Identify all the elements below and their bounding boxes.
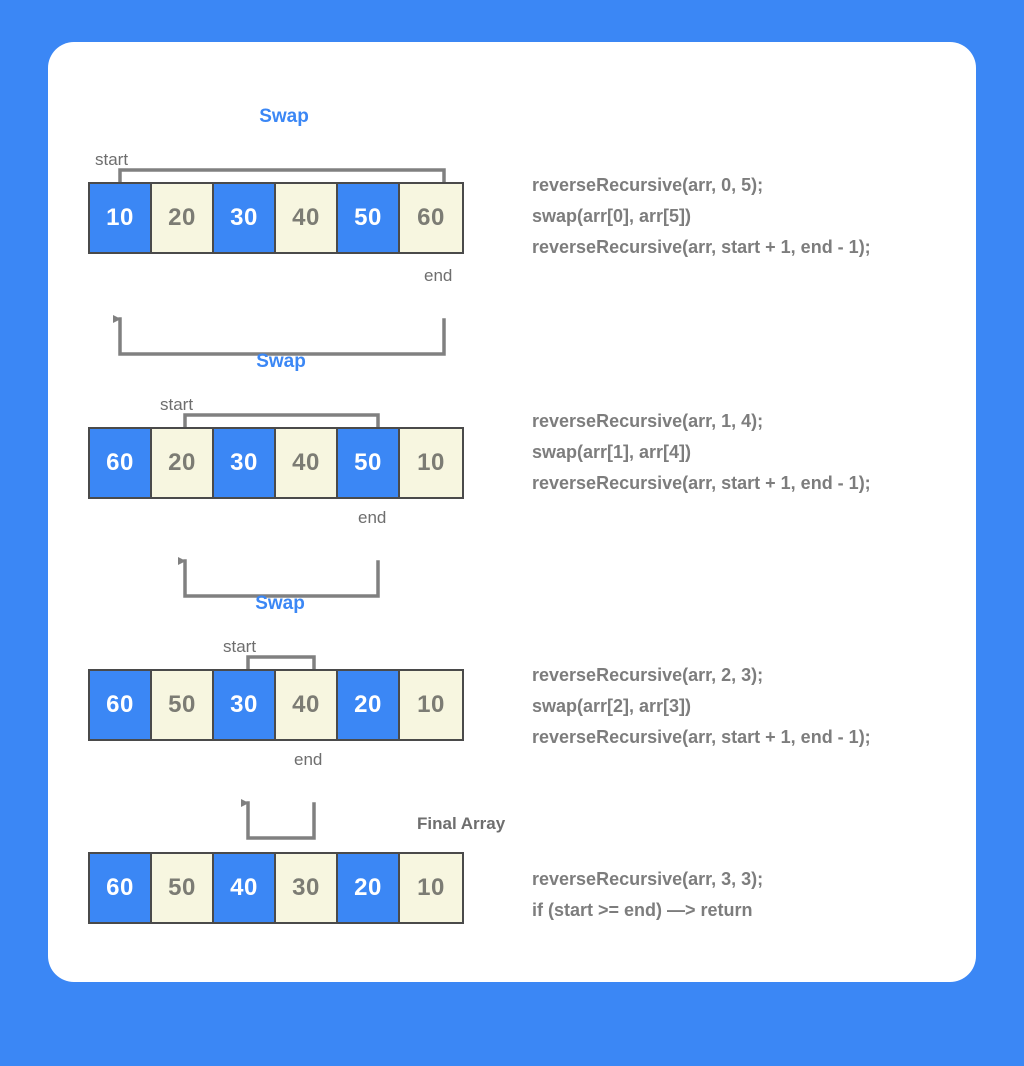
step-1-code-line-2: swap(arr[0], arr[5]) xyxy=(532,206,692,226)
final-cell-0[interactable]: 60 xyxy=(90,854,152,922)
step-3-swap-label: Swap xyxy=(255,593,305,614)
step-2-cell-4[interactable]: 50 xyxy=(338,429,400,497)
step-1-code-line-1: reverseRecursive(arr, 0, 5); xyxy=(532,175,764,195)
step-2-end-label: end xyxy=(358,508,387,527)
step-1-return-arrow xyxy=(113,315,446,356)
step-3-cell-4[interactable]: 20 xyxy=(338,671,400,739)
final-code-line-2: if (start >= end) —> return xyxy=(532,900,753,920)
step-3-cell-0[interactable]: 60 xyxy=(90,671,152,739)
step-2-code-line-1: reverseRecursive(arr, 1, 4); xyxy=(532,411,764,431)
step-2-array: 60 20 30 40 50 10 xyxy=(88,427,464,499)
step-2-return-arrow xyxy=(178,557,380,598)
step-1-cell-4[interactable]: 50 xyxy=(338,184,400,252)
step-2-start-label: start xyxy=(160,395,194,414)
step-2-cell-5[interactable]: 10 xyxy=(400,429,462,497)
final-cell-3[interactable]: 30 xyxy=(276,854,338,922)
final-array: 60 50 40 30 20 10 xyxy=(88,852,464,924)
step-3-code-line-3: reverseRecursive(arr, start + 1, end - 1… xyxy=(532,727,871,747)
step-1-array: 10 20 30 40 50 60 xyxy=(88,182,464,254)
step-1-code: reverseRecursive(arr, 0, 5); swap(arr[0]… xyxy=(532,170,871,263)
step-1-end-label: end xyxy=(424,266,453,285)
step-3-cell-2[interactable]: 30 xyxy=(214,671,276,739)
final-code-line-1: reverseRecursive(arr, 3, 3); xyxy=(532,869,764,889)
step-1-cell-5[interactable]: 60 xyxy=(400,184,462,252)
final-array-label: Final Array xyxy=(417,814,506,833)
step-3-end-label: end xyxy=(294,750,323,769)
final-cell-5[interactable]: 10 xyxy=(400,854,462,922)
step-2-code-line-3: reverseRecursive(arr, start + 1, end - 1… xyxy=(532,473,871,493)
step-3-array: 60 50 30 40 20 10 xyxy=(88,669,464,741)
step-2-cell-1[interactable]: 20 xyxy=(152,429,214,497)
final-cell-1[interactable]: 50 xyxy=(152,854,214,922)
step-1-cell-2[interactable]: 30 xyxy=(214,184,276,252)
step-3-cell-5[interactable]: 10 xyxy=(400,671,462,739)
step-2-cell-2[interactable]: 30 xyxy=(214,429,276,497)
step-1-code-line-3: reverseRecursive(arr, start + 1, end - 1… xyxy=(532,237,871,257)
step-2-cell-3[interactable]: 40 xyxy=(276,429,338,497)
step-3-code-line-1: reverseRecursive(arr, 2, 3); xyxy=(532,665,764,685)
step-3-code: reverseRecursive(arr, 2, 3); swap(arr[2]… xyxy=(532,660,871,753)
step-3-start-label: start xyxy=(223,637,257,656)
step-1-cell-3[interactable]: 40 xyxy=(276,184,338,252)
step-3-code-line-2: swap(arr[2], arr[3]) xyxy=(532,696,692,716)
step-1-cell-1[interactable]: 20 xyxy=(152,184,214,252)
step-2-code-line-2: swap(arr[1], arr[4]) xyxy=(532,442,692,462)
step-2-code: reverseRecursive(arr, 1, 4); swap(arr[1]… xyxy=(532,406,871,499)
diagram-card: Swap start end 10 20 30 40 50 60 reverse… xyxy=(48,42,976,982)
step-3-return-arrow xyxy=(241,799,316,840)
final-cell-4[interactable]: 20 xyxy=(338,854,400,922)
step-2-cell-0[interactable]: 60 xyxy=(90,429,152,497)
step-1-cell-0[interactable]: 10 xyxy=(90,184,152,252)
final-code: reverseRecursive(arr, 3, 3); if (start >… xyxy=(532,864,763,926)
step-1-start-label: start xyxy=(95,150,129,169)
final-cell-2[interactable]: 40 xyxy=(214,854,276,922)
diagram-stage: Swap start end 10 20 30 40 50 60 reverse… xyxy=(48,42,976,982)
step-3-cell-1[interactable]: 50 xyxy=(152,671,214,739)
step-2-swap-label: Swap xyxy=(256,351,306,372)
step-1-swap-label: Swap xyxy=(259,106,309,127)
step-3-cell-3[interactable]: 40 xyxy=(276,671,338,739)
